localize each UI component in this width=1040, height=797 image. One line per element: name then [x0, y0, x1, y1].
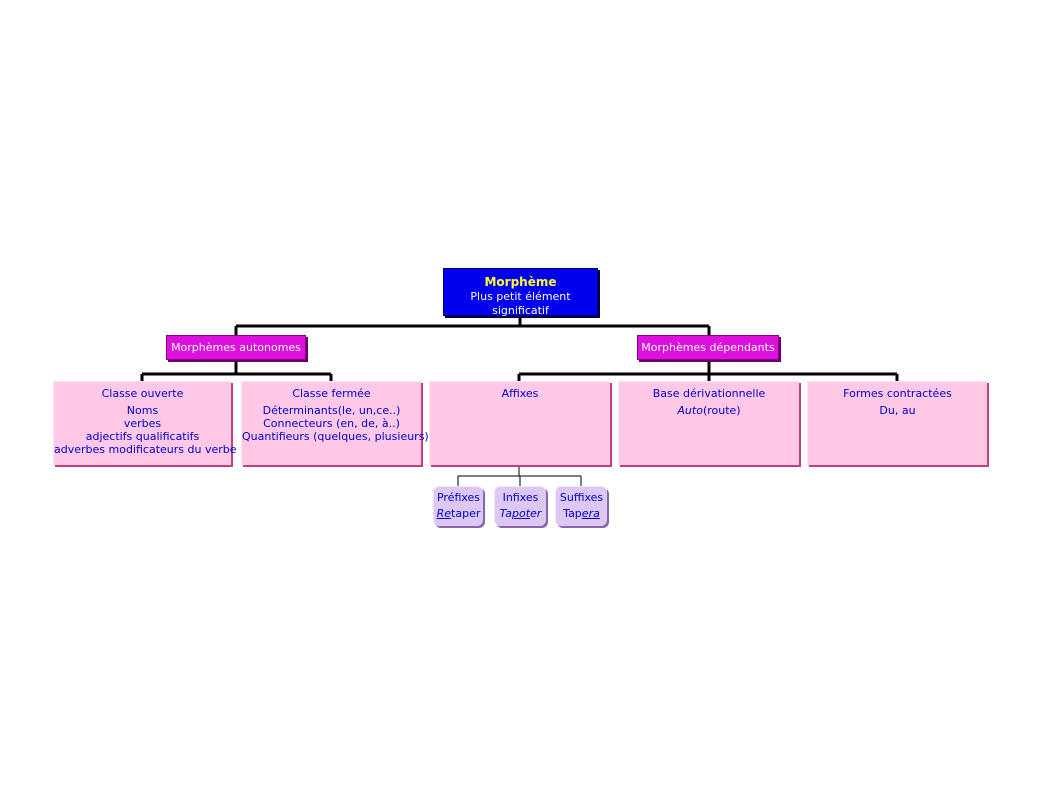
box-line: Du, au — [879, 404, 916, 417]
box-line: Quantifieurs (quelques, plusieurs) — [242, 430, 429, 443]
box-heading: Classe fermée — [292, 387, 371, 400]
example-marked: era — [581, 507, 600, 520]
example-rest: (route) — [702, 404, 741, 417]
example-post: er — [530, 507, 542, 520]
box-line: adverbes modificateurs du verbe — [54, 443, 237, 456]
box-example: Auto(route) — [619, 404, 799, 417]
example-rest: taper — [451, 507, 481, 520]
sub-heading: Préfixes — [436, 491, 481, 504]
box-line: Noms — [126, 404, 159, 417]
root-title: Morphème — [484, 275, 557, 289]
example-marked: Re — [436, 507, 452, 520]
box-line: Connecteurs (en, de, à..) — [263, 417, 400, 430]
example-pre: Tap — [563, 507, 582, 520]
sub-example: Retaper — [434, 506, 483, 522]
box-base-derivationnelle: Base dérivationnelle Auto(route) — [618, 381, 799, 465]
box-line: adjectifs qualificatifs — [85, 430, 200, 443]
sub-suffixes: Suffixes Tapera — [555, 486, 607, 526]
sub-prefixes: Préfixes Retaper — [433, 486, 483, 526]
box-classe-ouverte: Classe ouverte Noms verbes adjectifs qua… — [53, 381, 237, 465]
box-heading: Formes contractées — [843, 387, 952, 400]
example-italic: Auto — [677, 404, 703, 417]
sub-example: Tapoter — [495, 506, 546, 522]
category-autonomes: Morphèmes autonomes — [166, 335, 306, 360]
example-pre: Ta — [499, 507, 512, 520]
example-marked: pot — [511, 507, 531, 520]
box-heading: Classe ouverte — [101, 387, 184, 400]
category-dependants: Morphèmes dépendants — [637, 335, 779, 360]
box-line: verbes — [123, 417, 162, 430]
box-heading: Affixes — [501, 387, 539, 400]
box-classe-fermee: Classe fermée Déterminants(le, un,ce..) … — [241, 381, 429, 465]
box-affixes: Affixes — [429, 381, 610, 465]
box-heading: Base dérivationnelle — [652, 387, 766, 400]
box-formes-contractees: Formes contractées Du, au — [807, 381, 987, 465]
box-line: Déterminants(le, un,ce..) — [262, 404, 401, 417]
sub-example: Tapera — [556, 506, 607, 522]
root-node: Morphème Plus petit élément significatif — [443, 268, 598, 317]
sub-heading: Suffixes — [559, 491, 604, 504]
root-subtitle: Plus petit élément significatif — [470, 290, 571, 317]
sub-infixes: Infixes Tapoter — [494, 486, 546, 526]
sub-heading: Infixes — [502, 491, 539, 504]
